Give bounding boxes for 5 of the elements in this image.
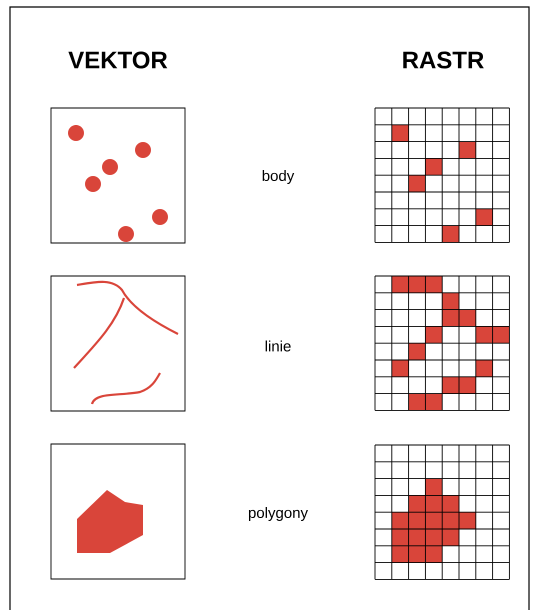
row-label: body [262, 170, 294, 184]
row-label: linie [266, 340, 291, 352]
column-heading: VEKTOR [68, 52, 168, 68]
column-heading: RASTR [403, 52, 484, 68]
row-label: polygony [248, 507, 308, 521]
